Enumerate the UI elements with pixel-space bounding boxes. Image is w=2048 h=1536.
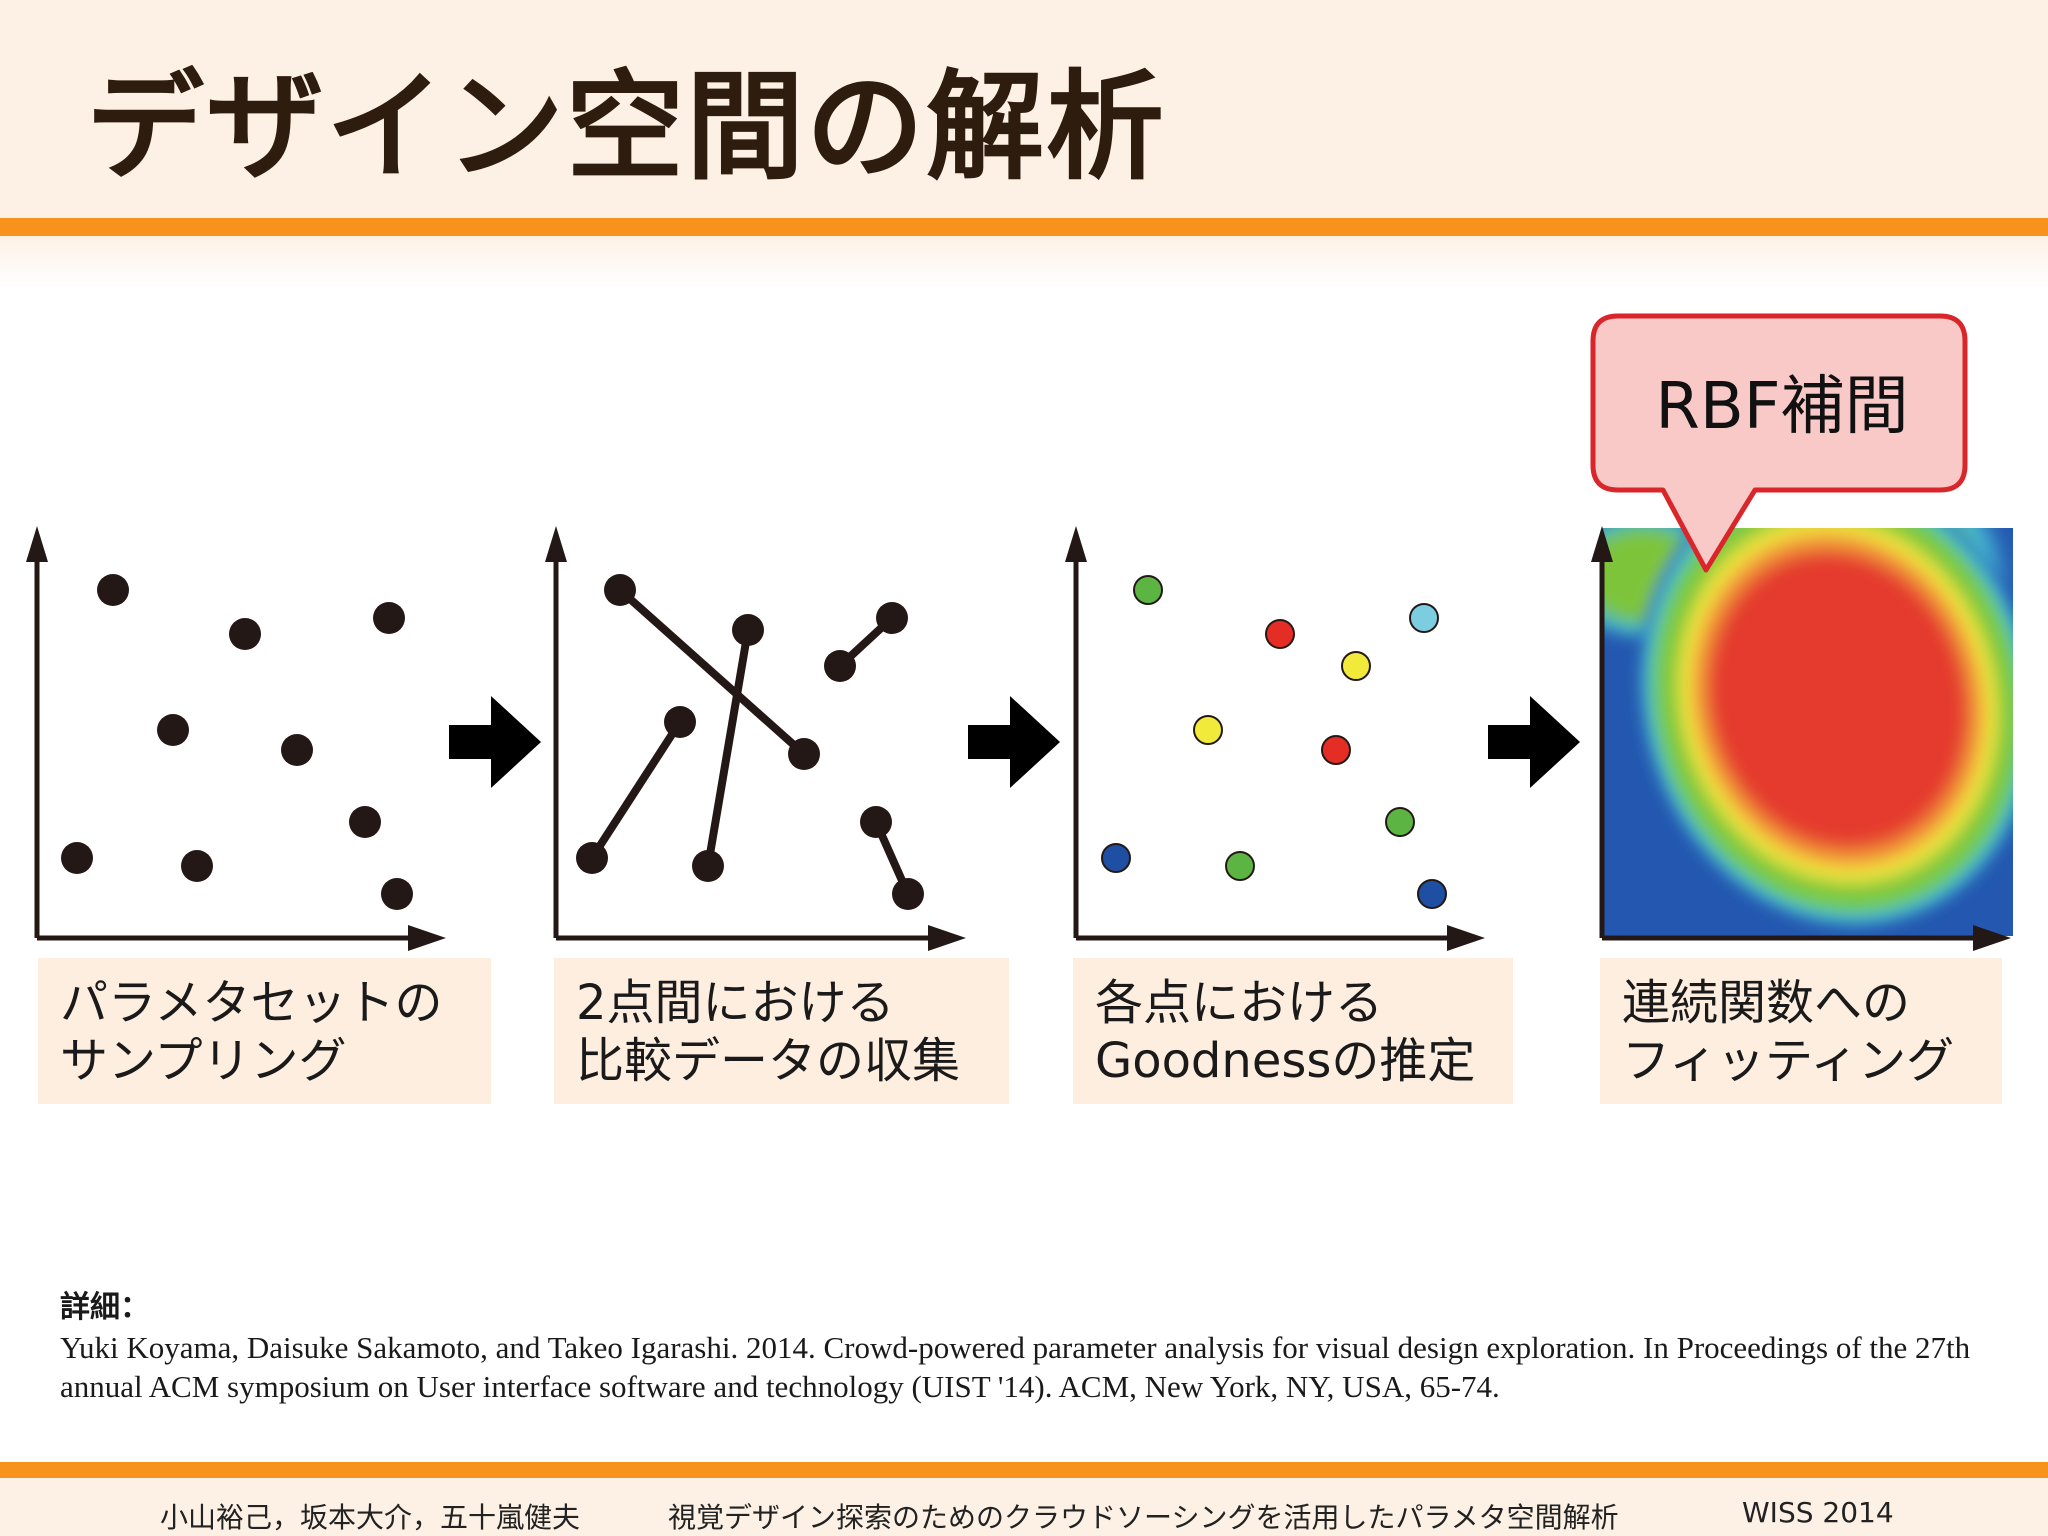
data-point <box>1321 735 1351 765</box>
arrow-right-icon <box>449 696 541 788</box>
caption-line: Goodnessの推定 <box>1095 1033 1476 1089</box>
pair-line <box>588 719 684 861</box>
caption-line: 比較データの収集 <box>576 1033 961 1089</box>
data-point <box>1193 715 1223 745</box>
data-point <box>892 878 924 910</box>
data-point <box>1385 807 1415 837</box>
data-point <box>61 842 93 874</box>
footer-venue: WISS 2014 <box>1742 1496 1894 1529</box>
axes-rbf <box>1591 526 2011 951</box>
reference-citation: Yuki Koyama, Daisuke Sakamoto, and Takeo… <box>60 1330 1971 1404</box>
rbf-callout: RBF補間 <box>1590 313 1968 573</box>
panel-comparison <box>545 526 966 951</box>
axes-comparison <box>545 526 966 951</box>
caption-rbf: 連続関数への フィッティング <box>1600 958 2002 1104</box>
sample-points <box>61 574 413 910</box>
caption-line: フィッティング <box>1622 1033 1955 1089</box>
axes-goodness <box>1065 526 1485 951</box>
callout-label: RBF補間 <box>1655 370 1908 444</box>
panel-goodness <box>1065 526 1485 951</box>
data-point <box>732 614 764 646</box>
footer-bar: 小山裕己，坂本大介，五十嵐健夫 視覚デザイン探索のためのクラウドソーシングを活用… <box>0 1462 2048 1536</box>
data-point <box>664 706 696 738</box>
data-point <box>349 806 381 838</box>
data-point <box>824 650 856 682</box>
comparison-points <box>576 574 924 910</box>
page-title: デザイン空間の解析 <box>86 58 1167 196</box>
arrow-right-icon <box>968 696 1060 788</box>
rbf-heatmap <box>1602 528 2013 936</box>
panel-rbf: RBF補間 <box>1590 313 2013 951</box>
arrow-right-icon <box>1488 696 1580 788</box>
footer-talk-title: 視覚デザイン探索のためのクラウドソーシングを活用したパラメタ空間解析 <box>668 1501 1619 1534</box>
data-point <box>692 850 724 882</box>
data-point <box>860 806 892 838</box>
data-point <box>157 714 189 746</box>
goodness-points <box>1101 575 1447 909</box>
caption-line: 連続関数への <box>1622 975 1911 1031</box>
data-point <box>1409 603 1439 633</box>
caption-line: 各点における <box>1095 975 1384 1031</box>
data-point <box>373 602 405 634</box>
header-rule <box>0 218 2048 236</box>
data-point <box>97 574 129 606</box>
caption-comparison: 2点間における 比較データの収集 <box>554 958 1009 1104</box>
data-point <box>1133 575 1163 605</box>
header-fade <box>0 236 2048 288</box>
data-point <box>788 738 820 770</box>
title-bar: デザイン空間の解析 <box>0 0 2048 218</box>
data-point <box>181 850 213 882</box>
caption-goodness: 各点における Goodnessの推定 <box>1073 958 1513 1104</box>
data-point <box>1265 619 1295 649</box>
data-point <box>1225 851 1255 881</box>
caption-line: 2点間における <box>576 975 895 1031</box>
caption-sampling: パラメタセットの サンプリング <box>38 958 491 1104</box>
data-point <box>229 618 261 650</box>
data-point <box>604 574 636 606</box>
axes-sampling <box>26 526 446 951</box>
panel-sampling <box>26 526 446 951</box>
data-point <box>1341 651 1371 681</box>
data-point <box>1101 843 1131 873</box>
data-point <box>876 602 908 634</box>
data-point <box>281 734 313 766</box>
pair-line <box>617 587 807 757</box>
data-point <box>1417 879 1447 909</box>
caption-line: パラメタセットの <box>60 975 443 1031</box>
footer-authors: 小山裕己，坂本大介，五十嵐健夫 <box>160 1501 581 1534</box>
data-point <box>381 878 413 910</box>
reference-block: 詳細： Yuki Koyama, Daisuke Sakamoto, and T… <box>60 1288 2010 1406</box>
reference-heading: 詳細： <box>60 1290 150 1325</box>
pair-line <box>704 629 752 867</box>
data-point <box>576 842 608 874</box>
caption-line: サンプリング <box>60 1033 347 1089</box>
